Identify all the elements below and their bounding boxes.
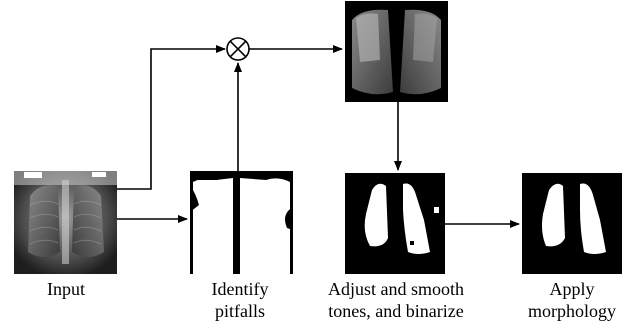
- binarized-mask-image: [345, 173, 445, 274]
- adjust-binarize-label: Adjust and smooth tones, and binarize: [316, 278, 476, 322]
- identify-pitfalls-line2: pitfalls: [200, 300, 280, 322]
- input-xray-image: [14, 171, 117, 274]
- input-label: Input: [40, 278, 92, 300]
- input-label-text: Input: [47, 279, 85, 299]
- circled-times-icon: [227, 38, 249, 60]
- arrow-input-to-multiply: [117, 49, 225, 189]
- apply-morphology-label: Apply morphology: [522, 278, 622, 322]
- pitfalls-mask-image: [190, 171, 293, 274]
- apply-morphology-line1: Apply: [522, 278, 622, 300]
- adjust-binarize-line2: tones, and binarize: [316, 300, 476, 322]
- identify-pitfalls-label: Identify pitfalls: [200, 278, 280, 322]
- morphology-result-image: [522, 173, 622, 274]
- adjust-binarize-line1: Adjust and smooth: [316, 278, 476, 300]
- apply-morphology-line2: morphology: [522, 300, 622, 322]
- masked-xray-image: [345, 1, 448, 102]
- identify-pitfalls-line1: Identify: [200, 278, 280, 300]
